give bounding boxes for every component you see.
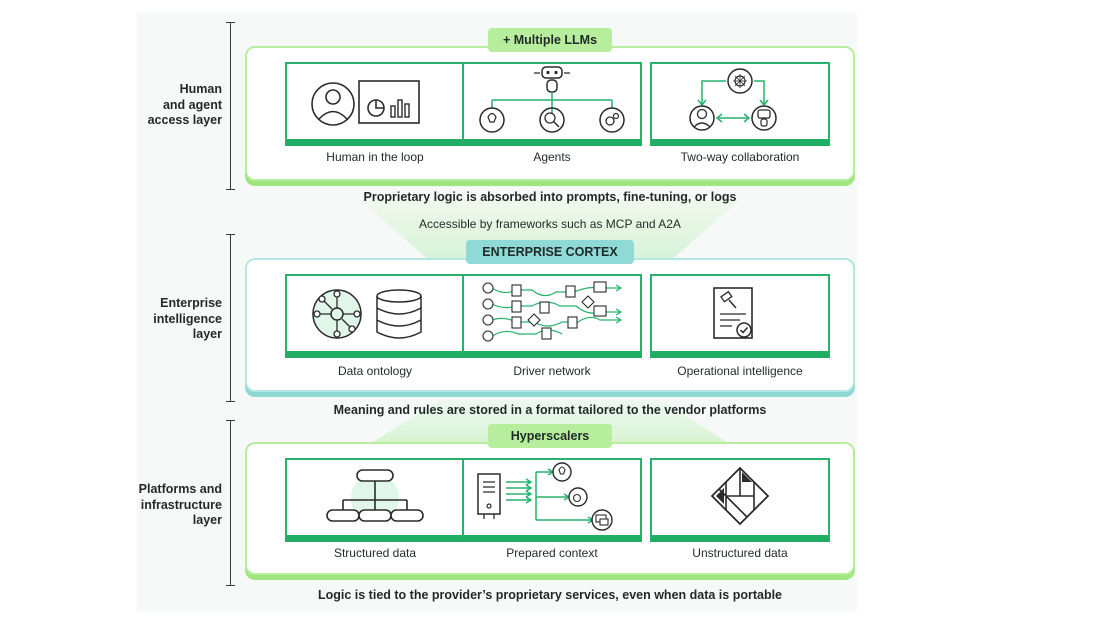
- server-flow-icon: [477, 462, 613, 531]
- platforms-layer-bracket: [226, 420, 235, 586]
- label-line: layer: [192, 513, 222, 527]
- access-note: Accessible by frameworks such as MCP and…: [419, 217, 681, 231]
- agent-robot-network-icon: [479, 66, 625, 133]
- card-human-in-the-loop: [285, 62, 465, 146]
- person-with-chart-icon: [311, 80, 420, 126]
- hyperscalers-pill: Hyperscalers: [488, 424, 612, 448]
- caption-structured-data: Structured data: [333, 546, 417, 560]
- caption-data-ontology: Data ontology: [337, 364, 413, 378]
- label-line: layer: [192, 327, 222, 341]
- card-prepared-context: [462, 458, 642, 542]
- enterprise-layer-label: Enterprise intelligence layer: [120, 296, 222, 343]
- platforms-layer-banner: Logic is tied to the provider’s propriet…: [317, 588, 783, 602]
- enterprise-cortex-pill: ENTERPRISE CORTEX: [466, 240, 634, 264]
- caption-agents: Agents: [533, 150, 571, 164]
- human-layer-label: Human and agent access layer: [120, 82, 222, 129]
- beam-upper: [360, 200, 740, 270]
- card-data-ontology: [285, 274, 465, 358]
- card-two-way-collaboration: [650, 62, 830, 146]
- card-driver-network: [462, 274, 642, 358]
- human-layer-bracket: [226, 22, 235, 190]
- caption-human-in-the-loop: Human in the loop: [326, 150, 424, 164]
- caption-unstructured-data: Unstructured data: [692, 546, 788, 560]
- label-line: and agent: [162, 97, 222, 112]
- caption-prepared-context: Prepared context: [506, 546, 598, 560]
- caption-driver-network: Driver network: [513, 364, 591, 378]
- ontology-graph-database-icon: [312, 289, 422, 339]
- driver-network-flow-icon: [482, 281, 623, 342]
- document-gavel-check-icon: [713, 287, 753, 339]
- two-way-collaboration-icon: [689, 68, 777, 131]
- platforms-layer-label: Platforms and infrastructure layer: [108, 482, 222, 529]
- enterprise-layer-bracket: [226, 234, 235, 402]
- card-unstructured-data: [650, 458, 830, 542]
- label-line: intelligence: [153, 311, 222, 326]
- label-line: Enterprise: [160, 296, 222, 310]
- caption-operational-intelligence: Operational intelligence: [677, 364, 803, 378]
- label-line: access layer: [147, 113, 222, 127]
- card-structured-data: [285, 458, 465, 542]
- caption-two-way-collaboration: Two-way collaboration: [680, 150, 800, 164]
- label-line: Platforms and: [138, 482, 222, 496]
- multiple-llms-pill: + Multiple LLMs: [488, 28, 612, 52]
- card-operational-intelligence: [650, 274, 830, 358]
- label-line: infrastructure: [140, 497, 222, 512]
- human-layer-banner: Proprietary logic is absorbed into promp…: [363, 190, 737, 204]
- card-agents: [462, 62, 642, 146]
- label-line: Human: [179, 82, 222, 96]
- hierarchy-tree-icon: [326, 469, 424, 522]
- enterprise-layer-banner: Meaning and rules are stored in a format…: [333, 403, 767, 417]
- unstructured-diamond-icon: [710, 466, 770, 526]
